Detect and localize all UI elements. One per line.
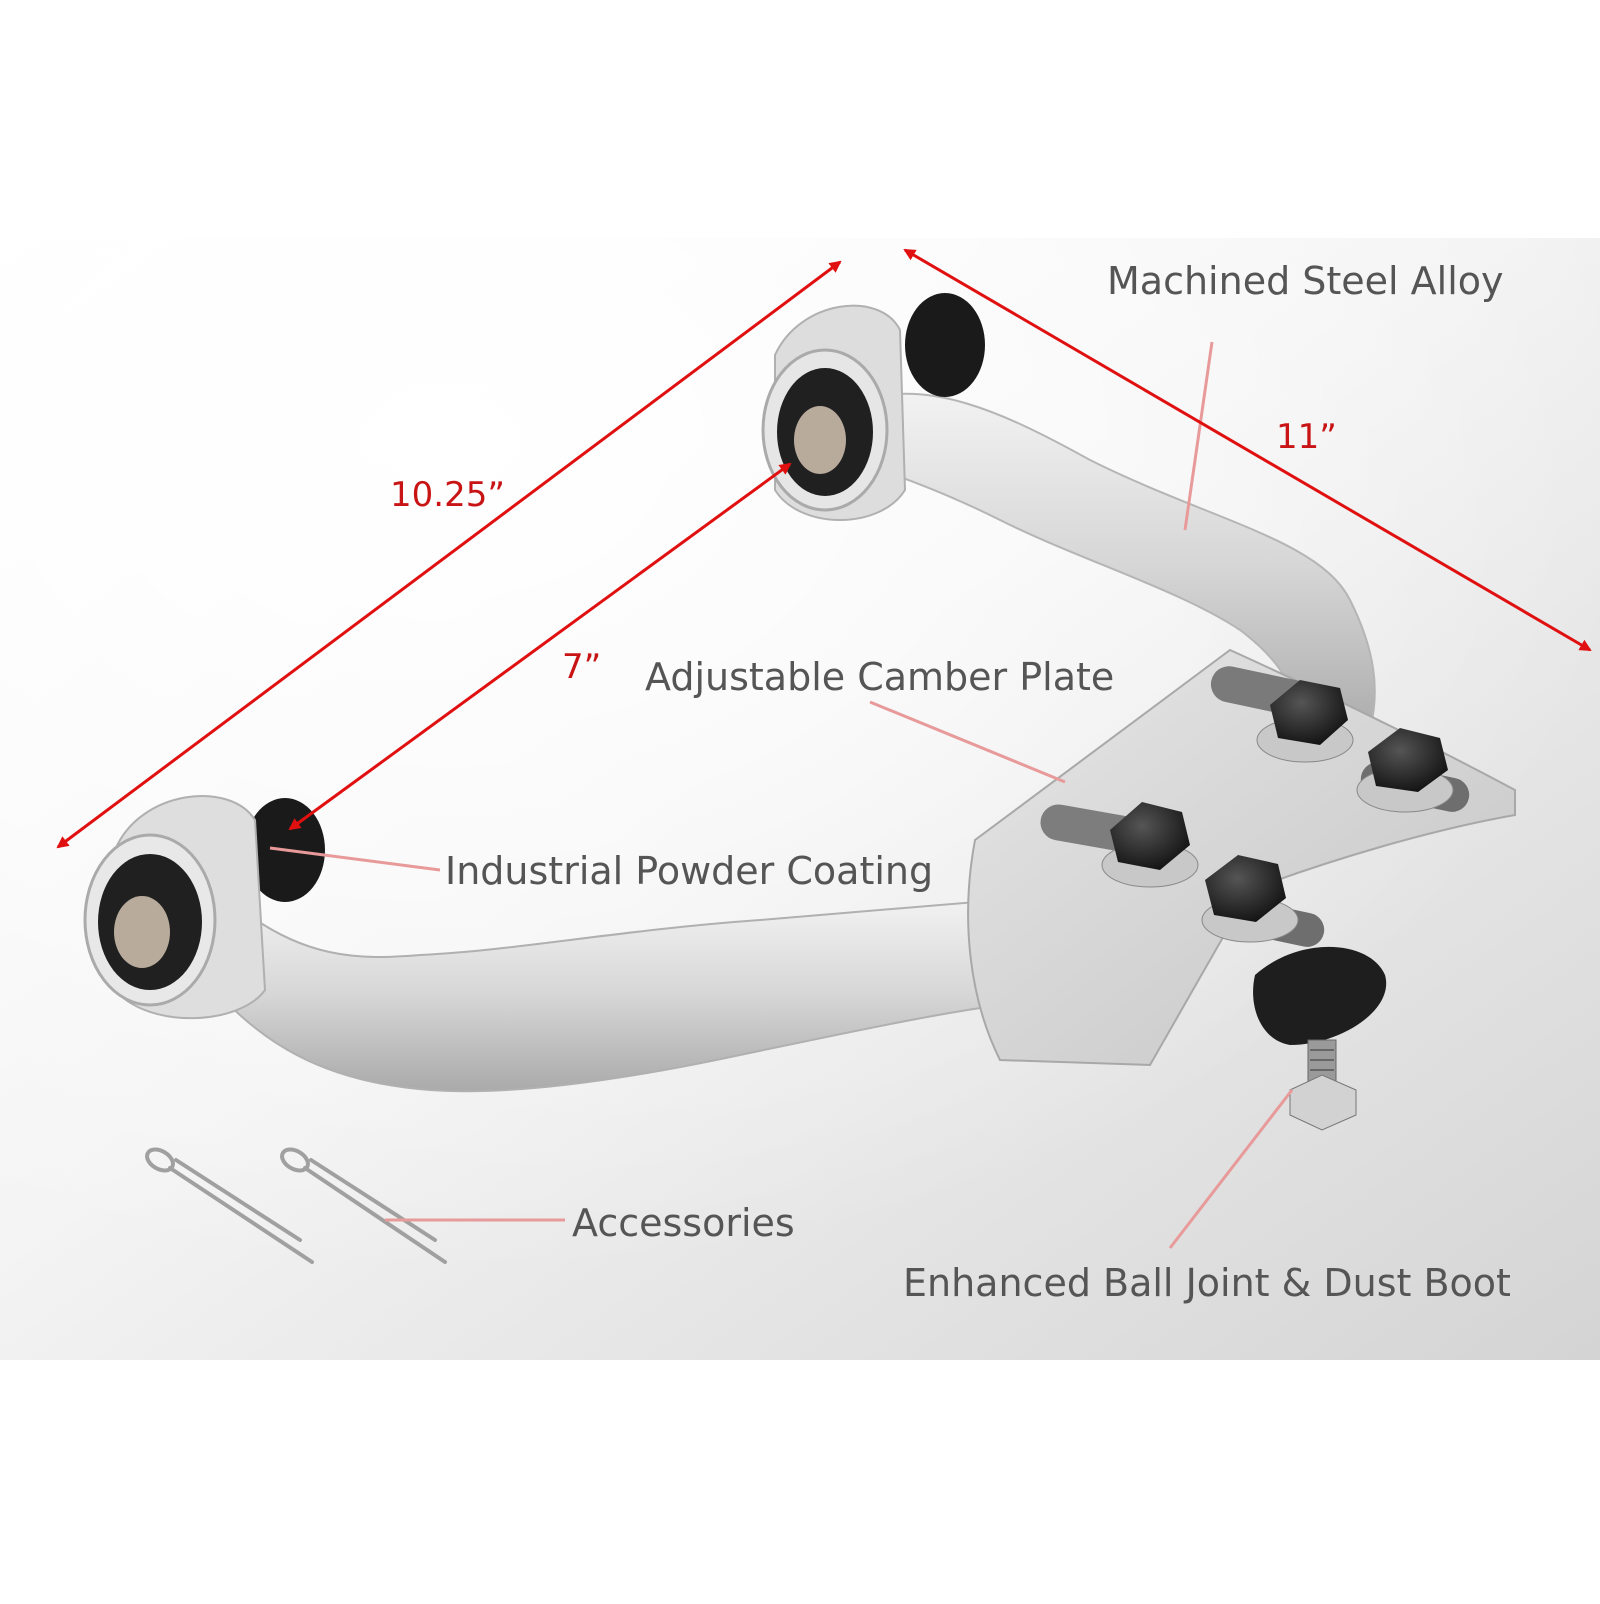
camber-bolt-2 (1356, 728, 1454, 813)
dimension-width: 11” (1276, 417, 1337, 457)
camber-bolt-3 (1101, 802, 1199, 888)
camber-bolt-1 (1256, 680, 1354, 763)
label-powder-coating: Industrial Powder Coating (445, 849, 933, 893)
leader-camber-plate (869, 700, 1066, 784)
ball-joint (1253, 946, 1387, 1131)
leader-ball-joint (1168, 1089, 1294, 1249)
dimension-arrow-inner (288, 462, 792, 831)
label-accessories: Accessories (572, 1201, 795, 1245)
label-camber-plate: Adjustable Camber Plate (645, 655, 1114, 699)
leader-powder-coating (269, 846, 441, 872)
dimension-arrow-width (903, 248, 1592, 652)
lower-bushing (83, 795, 325, 1020)
cotter-pin-1 (145, 1147, 314, 1264)
camber-bolt-4 (1201, 855, 1299, 943)
cotter-pin-2 (280, 1147, 447, 1264)
dimension-overall-length: 10.25” (390, 475, 505, 515)
label-ball-joint: Enhanced Ball Joint & Dust Boot (903, 1261, 1511, 1305)
dimension-inner-length: 7” (562, 647, 601, 687)
label-machined-steel: Machined Steel Alloy (1107, 259, 1504, 303)
